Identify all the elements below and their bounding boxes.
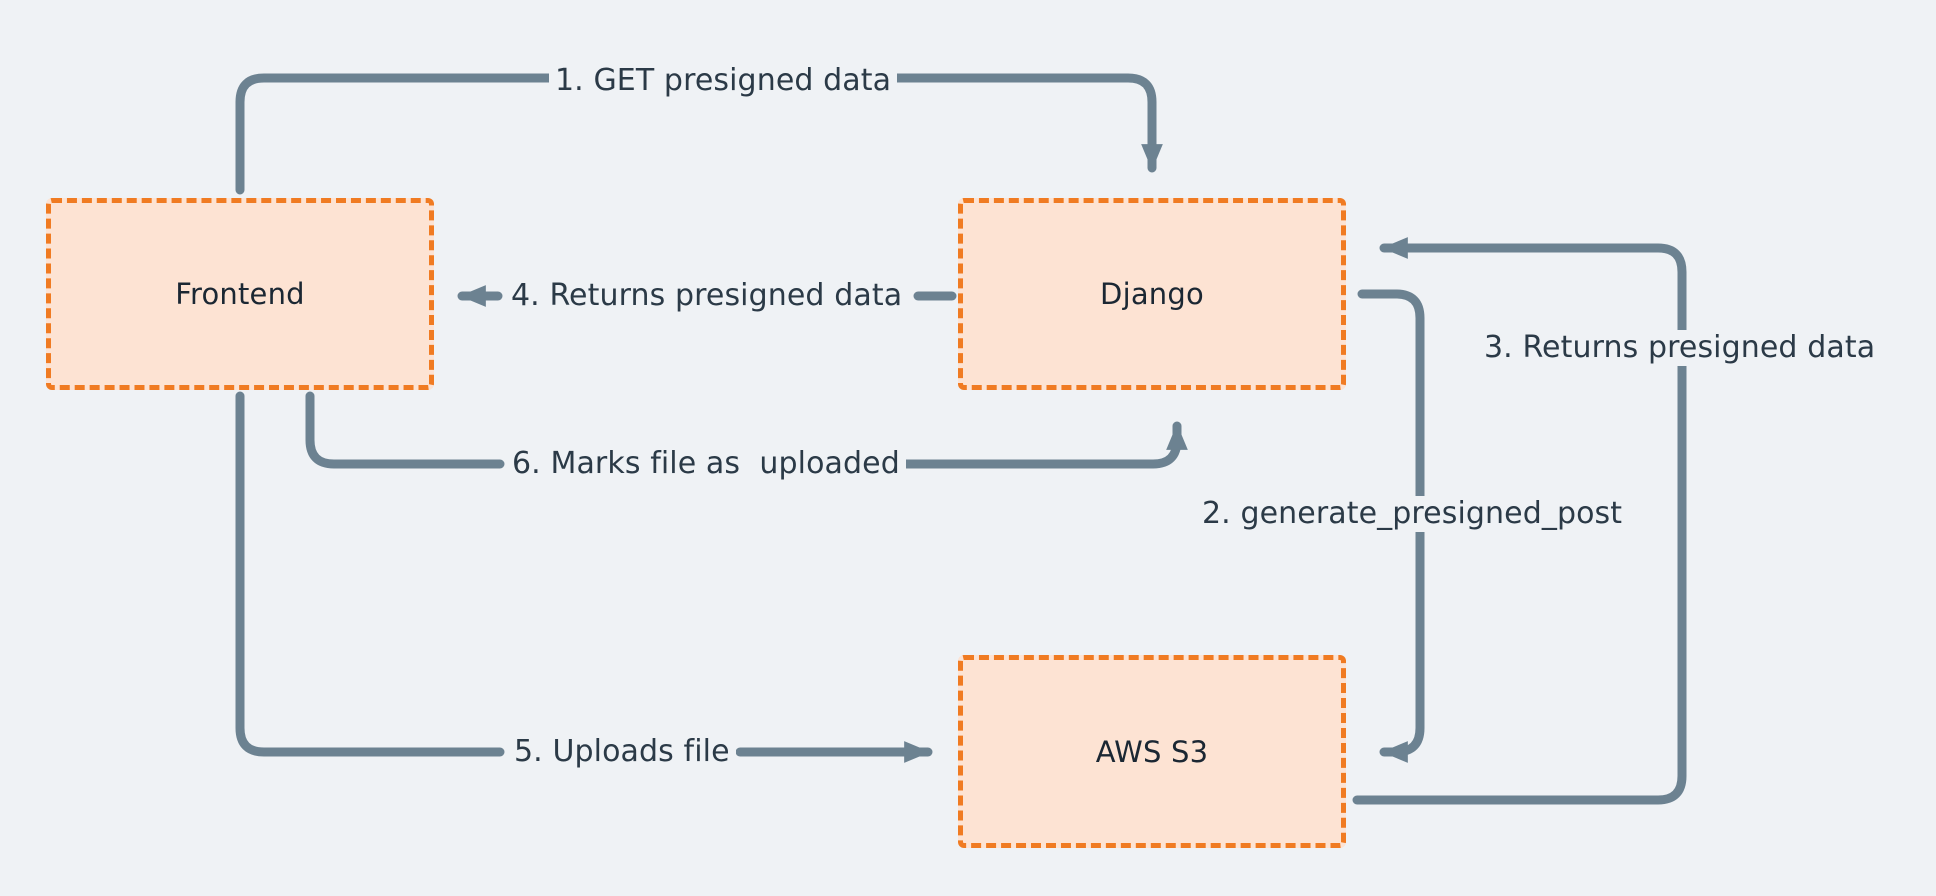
node-aws-s3[interactable]: AWS S3 bbox=[958, 655, 1346, 848]
edge-label-4: 4. Returns presigned data bbox=[505, 278, 909, 314]
edge-6-path-left bbox=[305, 391, 505, 469]
node-frontend[interactable]: Frontend bbox=[46, 198, 434, 390]
node-frontend-label: Frontend bbox=[175, 277, 305, 311]
edge-label-5: 5. Uploads file bbox=[508, 734, 736, 770]
node-django-label: Django bbox=[1100, 277, 1204, 311]
edge-5-path-left bbox=[235, 391, 505, 757]
edge-3-path bbox=[1352, 237, 1687, 805]
node-django[interactable]: Django bbox=[958, 198, 1346, 390]
node-aws-s3-label: AWS S3 bbox=[1095, 734, 1209, 769]
edge-label-2: 2. generate_presigned_post bbox=[1196, 496, 1629, 532]
edge-label-1: 1. GET presigned data bbox=[549, 63, 898, 99]
edge-6-path-right bbox=[895, 421, 1188, 469]
edge-label-3: 3. Returns presigned data bbox=[1478, 330, 1882, 366]
edge-label-6: 6. Marks file as uploaded bbox=[506, 446, 906, 482]
